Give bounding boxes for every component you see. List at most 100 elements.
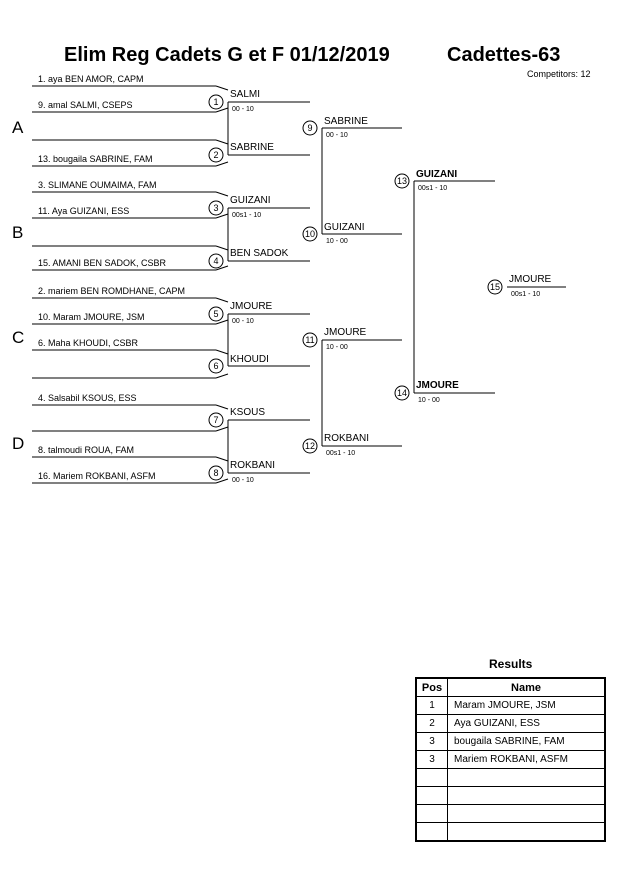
match-winner: JMOURE [416, 380, 459, 391]
match-winner: ROKBANI [230, 460, 275, 471]
match-number: 13 [397, 176, 407, 186]
match-number-circle [394, 385, 410, 401]
pool-label-a: A [12, 118, 24, 137]
match-number-circle [208, 253, 224, 269]
match-score: 10 - 00 [326, 344, 348, 351]
entry-name: 6. Maha KHOUDI, CSBR [38, 338, 139, 348]
match-number-circle [208, 358, 224, 374]
match-number: 15 [490, 282, 500, 292]
match-winner: GUIZANI [324, 222, 365, 233]
results-name [447, 804, 606, 823]
results-header-name: Name [447, 677, 606, 697]
pool-label-b: B [12, 223, 24, 242]
match-winner: SABRINE [230, 142, 274, 153]
match-score: 00s1 - 10 [418, 185, 447, 192]
match-score: 00s1 - 10 [326, 450, 355, 457]
match-number: 5 [213, 309, 218, 319]
results-row [415, 768, 606, 787]
match-winner: GUIZANI [416, 169, 457, 180]
entry-connector [215, 213, 229, 219]
match-winner: BEN SADOK [230, 248, 289, 259]
match-number-circle [208, 94, 224, 110]
match-winner: JMOURE [230, 301, 273, 312]
entry-name: 3. SLIMANE OUMAIMA, FAM [38, 180, 157, 190]
match-winner: SALMI [230, 89, 260, 100]
results-pos: 3 [415, 750, 448, 769]
match-number: 7 [213, 415, 218, 425]
entry-connector [215, 265, 229, 271]
match-number-circle [394, 173, 410, 189]
entry-name: 9. amal SALMI, CSEPS [38, 100, 133, 110]
entry-connector [215, 161, 229, 167]
entry-connector [215, 245, 229, 251]
results-pos [415, 768, 448, 787]
entry-name: 13. bougaila SABRINE, FAM [38, 154, 153, 164]
entry-name: 11. Aya GUIZANI, ESS [38, 206, 129, 216]
match-number-circle [302, 438, 318, 454]
entry-connector [215, 456, 229, 462]
entry-name: 8. talmoudi ROUA, FAM [38, 445, 134, 455]
match-number: 11 [305, 335, 314, 345]
match-winner: KSOUS [230, 407, 265, 418]
results-pos [415, 804, 448, 823]
match-number: 14 [397, 388, 407, 398]
match-number: 4 [213, 256, 218, 266]
results-name: bougaila SABRINE, FAM [447, 732, 606, 751]
results-row [415, 822, 606, 842]
results-pos [415, 822, 448, 842]
results-name [447, 768, 606, 787]
entry-connector [215, 297, 229, 303]
pool-label-c: C [12, 328, 25, 347]
match-score: 00 - 10 [232, 106, 254, 113]
entry-name: 2. mariem BEN ROMDHANE, CAPM [38, 286, 185, 296]
match-number: 2 [213, 150, 218, 160]
match-score: 00s1 - 10 [232, 212, 261, 219]
entry-connector [215, 404, 229, 410]
entry-connector [215, 85, 229, 91]
match-number-circle [487, 279, 503, 295]
results-row [415, 786, 606, 805]
results-pos: 2 [415, 714, 448, 733]
results-name: Maram JMOURE, JSM [447, 696, 606, 715]
results-name: Mariem ROKBANI, ASFM [447, 750, 606, 769]
results-title: Results [489, 657, 533, 671]
entry-connector [215, 319, 229, 325]
results-pos: 3 [415, 732, 448, 751]
match-number: 3 [213, 203, 218, 213]
match-score: 10 - 00 [326, 238, 348, 245]
match-winner: ROKBANI [324, 433, 369, 444]
results-header-pos: Pos [415, 677, 448, 697]
category-title: Cadettes-63 [447, 44, 561, 66]
match-winner: SABRINE [324, 116, 368, 127]
match-number-circle [208, 465, 224, 481]
match-number-circle [208, 306, 224, 322]
entry-connector [215, 373, 229, 379]
match-number: 12 [305, 441, 315, 451]
match-number: 6 [213, 361, 218, 371]
match-number: 9 [307, 123, 312, 133]
entry-name: 15. AMANI BEN SADOK, CSBR [38, 258, 167, 268]
match-number-circle [208, 147, 224, 163]
match-score: 00 - 10 [232, 477, 254, 484]
entry-connector [215, 349, 229, 355]
match-winner: GUIZANI [230, 195, 271, 206]
entry-connector [215, 191, 229, 197]
results-pos [415, 786, 448, 805]
results-name [447, 822, 606, 842]
entry-connector [215, 139, 229, 145]
match-score: 00 - 10 [326, 132, 348, 139]
entry-name: 10. Maram JMOURE, JSM [38, 312, 145, 322]
entry-name: 16. Mariem ROKBANI, ASFM [38, 471, 156, 481]
pool-label-d: D [12, 434, 25, 453]
match-number-circle [302, 226, 318, 242]
results-name: Aya GUIZANI, ESS [447, 714, 606, 733]
competitors-count: Competitors: 12 [527, 69, 591, 79]
entry-name: 1. aya BEN AMOR, CAPM [38, 74, 144, 84]
match-number: 8 [213, 468, 218, 478]
match-number-circle [302, 120, 318, 136]
